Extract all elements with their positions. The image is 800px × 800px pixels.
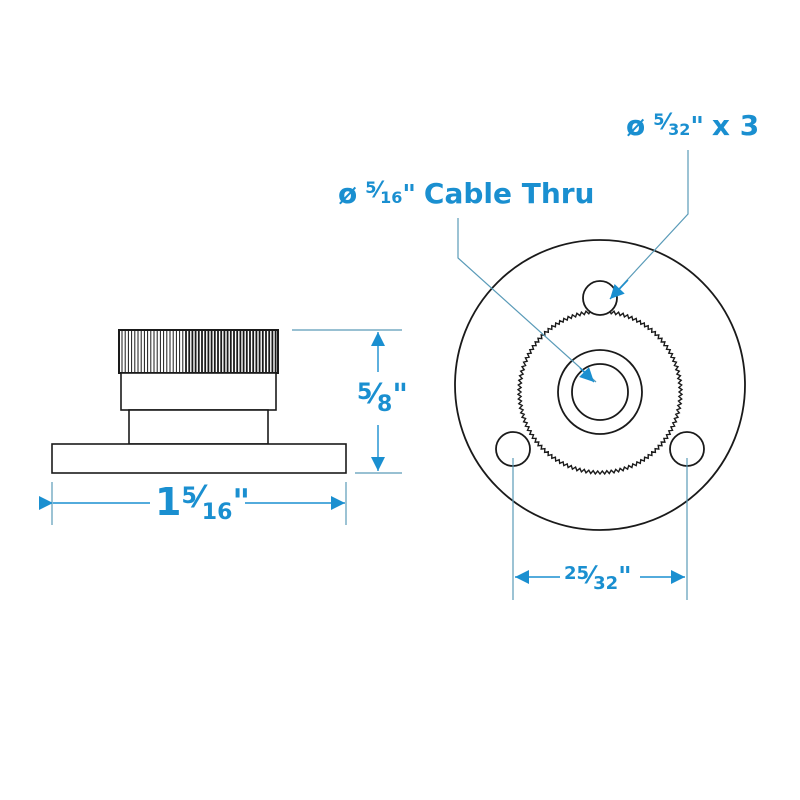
hole-spacing-label: 25⁄32" <box>564 561 632 594</box>
front-view <box>454 239 746 531</box>
flange-base <box>51 443 347 474</box>
height-label: 5⁄8" <box>357 377 408 417</box>
width-label: 15⁄16" <box>155 480 250 525</box>
neck <box>128 409 269 445</box>
knurled-ring <box>516 308 684 476</box>
knurled-cap <box>118 329 279 374</box>
hole-spacing-dimension: 25⁄32" <box>512 458 688 600</box>
width-dimension: 15⁄16" <box>39 480 347 525</box>
side-view <box>51 329 347 474</box>
cable-hole <box>571 363 629 421</box>
collar <box>120 372 277 411</box>
collar-ring <box>557 349 643 435</box>
flange-outline <box>454 239 746 531</box>
